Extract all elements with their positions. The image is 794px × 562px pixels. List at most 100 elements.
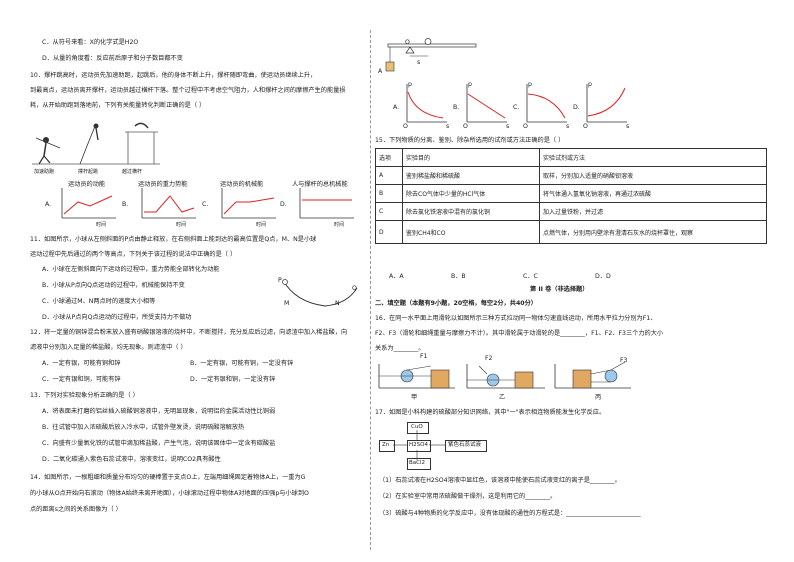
graph-a-s: s bbox=[446, 123, 450, 130]
q14-line1: 14．如图所示，一根粗细和质量分布均匀的硬棒置于支点O上，左端用细绳固定着物体A… bbox=[30, 474, 306, 481]
q12-option-c: C．一定有银和铜，可能有锌 bbox=[42, 376, 121, 383]
graph-b-o: O bbox=[463, 123, 468, 130]
lever-figure bbox=[385, 38, 477, 72]
lever-s: s bbox=[417, 59, 421, 66]
slope-track-figure bbox=[282, 279, 358, 307]
graph-d-time: 时间 bbox=[334, 222, 345, 228]
graph-b-s: s bbox=[506, 123, 510, 130]
table-cell: 除去氯化铁溶液中混有的氯化铜 bbox=[402, 202, 540, 221]
pulley-label-a: 甲 bbox=[411, 394, 418, 401]
table-row: A 鉴别稀盐酸和稀硫酸 取样，分别加入适量的硝酸钡溶液 bbox=[375, 166, 767, 185]
q16-line2: F2、F3（滑轮和细绳重量与摩擦力不计）。其中滑轮属于动滑轮的是________… bbox=[375, 330, 664, 337]
graph-d-o: O bbox=[583, 123, 588, 130]
q17-line1: 17．如图是小科构建的硫酸部分知识网络，其中"一"表示相连物质能发生化学反应。 bbox=[375, 409, 606, 416]
q10-line2: 到最高点，运动员离开撑杆，运动员越过横杆下落。整个过程中不考虑空气阻力，人和撑杆… bbox=[30, 87, 346, 94]
answer-a: A．A bbox=[389, 273, 404, 280]
graph-b-letter: B. bbox=[122, 201, 129, 208]
table-cell: C bbox=[375, 202, 403, 221]
q15-table: 选项 实验目的 实验试剂或方法 A 鉴别稀盐酸和稀硫酸 取样，分别加入适量的硝酸… bbox=[375, 148, 767, 244]
q12-option-d: D．一定有银和铜，一定没有锌 bbox=[190, 376, 276, 383]
energy-graphs bbox=[61, 188, 354, 219]
node-litmus-box: 紫色石蕊试液 bbox=[445, 440, 487, 452]
force-f2: F2 bbox=[485, 355, 493, 362]
q10-line1: 10．撑杆跳高时，运动员先加速助跑，起跳后，他的身体不断上升，撑杆随即弯曲，使运… bbox=[30, 72, 317, 79]
column-divider bbox=[370, 30, 371, 550]
q13-option-b: B．往试管中加入浓硫酸后放入冷水中，试管外壁发烫，说明硫酸溶解放热 bbox=[42, 424, 245, 431]
graph-c-p: p bbox=[528, 81, 532, 88]
q9-option-c: C．从符号来看：X的化学式是H2O bbox=[42, 39, 139, 46]
table-cell: A bbox=[375, 166, 403, 185]
lever-o: O bbox=[405, 39, 410, 46]
fig-label-bar: 越过横杆 bbox=[122, 169, 143, 175]
q14-letter-c: C. bbox=[513, 104, 520, 111]
q13-line1: 13．下列对实验现象分析正确的是（ ） bbox=[30, 392, 139, 399]
q13-option-d: D．二氧化碳通入紫色石蕊试液中，溶液变红，说明CO2具有酸性 bbox=[42, 456, 221, 463]
q16-line3: 关系为________。 bbox=[375, 345, 425, 352]
point-n: N bbox=[335, 300, 340, 307]
pulley-label-b: 乙 bbox=[499, 394, 506, 401]
q14-line3: 点的距离s之间的关系图像为（ ） bbox=[30, 506, 122, 513]
table-cell: 取样，分别加入适量的硝酸钡溶液 bbox=[539, 166, 767, 185]
graph-d-p: p bbox=[588, 81, 592, 88]
q17-part1: （1）石蕊试液在H2SO4溶液中显红色，该溶液中能使石蕊试液变红的离子是____… bbox=[379, 477, 621, 484]
graph-c-s: s bbox=[566, 123, 570, 130]
graph-b-p: p bbox=[468, 81, 472, 88]
q12-option-a: A．一定有银，可能有铜和锌 bbox=[42, 360, 121, 367]
table-cell: 将气体通入氢氧化钠溶液，再通过浓硫酸 bbox=[539, 184, 767, 203]
pulley-label-c: 丙 bbox=[595, 394, 602, 401]
graph-a-letter: A. bbox=[45, 201, 52, 208]
fig-label-run: 加速助跑 bbox=[34, 169, 55, 175]
table-cell: 点燃气体，分别用内壁涂有澄清石灰水的烧杯罩住，观察 bbox=[539, 220, 767, 244]
table-header-cell: 选项 bbox=[375, 148, 403, 167]
node-bacl2-box: BaCl2 bbox=[407, 458, 431, 470]
q11-option-d: D．小球从P点向Q点运动的过程中，所受支持力不做功 bbox=[42, 314, 192, 321]
q11-option-b: B．小球从P点向Q点运动的过程中，机械能保持不变 bbox=[42, 282, 185, 289]
table-cell: 鉴别CH4和CO bbox=[402, 220, 540, 244]
table-header-cell: 实验目的 bbox=[402, 148, 540, 167]
graph-c-time: 时间 bbox=[256, 222, 267, 228]
q14-letter-b: B. bbox=[453, 104, 460, 111]
graph-a-o: O bbox=[403, 123, 408, 130]
graph-b-title: 运动员的重力势能 bbox=[138, 181, 188, 188]
section2-heading: 二、填空题（本题有9小题，20空格，每空2分，共40分） bbox=[375, 300, 537, 307]
q13-option-a: A．将表面未打磨的铝丝插入硫酸铜溶液中，无明显现象，说明铝的金属活动性比铜弱 bbox=[42, 408, 276, 415]
q17-part2: （2）在实验室中常用浓硫酸做干燥剂，这是利用它的________。 bbox=[379, 493, 557, 500]
graph-b-time: 时间 bbox=[176, 222, 187, 228]
pulley-figures bbox=[378, 361, 631, 389]
table-row: C 除去氯化铁溶液中混有的氯化铜 加入过量铁粉，并过滤 bbox=[375, 202, 767, 221]
q12-option-b: B．一定有银，可能有铜，一定没有锌 bbox=[190, 360, 294, 367]
q11-line1: 11．如图所示，小球从左侧斜面的P点由静止释放，在右侧斜面上能到达的最高位置是Q… bbox=[30, 236, 317, 243]
pole-vault-figure bbox=[32, 122, 160, 165]
answer-b: B．B bbox=[451, 273, 466, 280]
part2-heading: 第 II 卷（非选择题） bbox=[530, 286, 589, 293]
point-q: Q bbox=[352, 285, 357, 292]
table-row: D 鉴别CH4和CO 点燃气体，分别用内壁涂有澄清石灰水的烧杯罩住，观察 bbox=[375, 220, 767, 244]
force-f3: F3 bbox=[620, 357, 628, 364]
graph-a-time: 时间 bbox=[96, 222, 107, 228]
q10-line3: 耗，从开始助跑到落地前，下列有关能量转化判断正确的是（ ） bbox=[30, 102, 206, 109]
q11-line2: 运动过程中先后通过的两个等高点，下列关于该过程的说法中正确的是（ ） bbox=[30, 251, 237, 258]
q11-option-a: A．小球在左侧斜面向下运动的过程中，重力势能全部转化为动能 bbox=[42, 266, 220, 273]
answer-c: C．C bbox=[523, 273, 538, 280]
pressure-graphs bbox=[406, 84, 627, 123]
q14-letter-a: A. bbox=[393, 104, 400, 111]
lever-a: A bbox=[378, 68, 383, 75]
table-header-row: 选项 实验目的 实验试剂或方法 bbox=[375, 148, 767, 167]
q12-line2: 滤液中分别加入足量的稀盐酸，均无现象。则滤渣中（ ） bbox=[30, 344, 187, 351]
force-f1: F1 bbox=[420, 353, 428, 360]
fig-label-jump: 撑杆起跳 bbox=[78, 169, 99, 175]
node-cuo-box: CuO bbox=[407, 422, 429, 434]
graph-c-letter: C. bbox=[202, 201, 209, 208]
q14-line2: 的小球从O点开始向右滚动（物体A始终未离开地面），小球滚动过程中物体A对地面的压… bbox=[30, 490, 309, 497]
graph-c-title: 运动员的机械能 bbox=[220, 181, 264, 188]
node-litmus: 紫色石蕊试液 bbox=[448, 442, 482, 448]
node-h2so4-box: H2SO4 bbox=[407, 440, 431, 452]
q14-letter-d: D. bbox=[573, 104, 580, 111]
answer-d: D．D bbox=[595, 273, 611, 280]
node-cuo: CuO bbox=[411, 424, 423, 430]
q15-stem: 15．下列物质的分离、鉴别、除杂所选用的试剂或方法正确的是（ ） bbox=[375, 137, 565, 144]
point-p: P bbox=[278, 277, 282, 284]
graph-d-letter: D. bbox=[280, 201, 287, 208]
point-m: M bbox=[284, 300, 290, 307]
table-cell: 加入过量铁粉，并过滤 bbox=[539, 202, 767, 221]
